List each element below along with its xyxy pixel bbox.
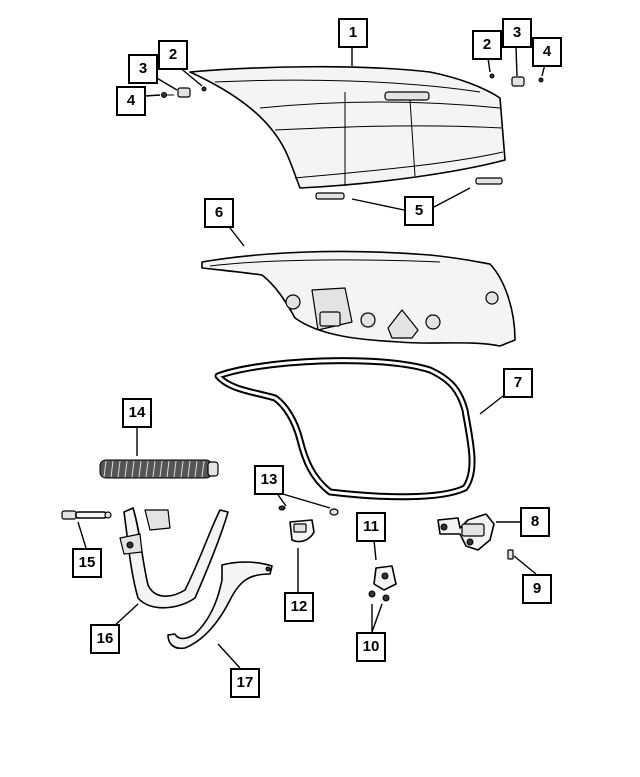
latch-cover-part[interactable] — [289, 519, 315, 543]
deck-lid-part[interactable] — [189, 65, 506, 189]
callout-14[interactable]: 14 — [122, 398, 152, 428]
callout-17[interactable]: 17 — [230, 668, 260, 698]
callout-4-right[interactable]: 4 — [532, 37, 562, 67]
spring-part[interactable] — [99, 459, 219, 479]
trim-panel-part[interactable] — [201, 250, 516, 347]
clips-part[interactable] — [278, 505, 339, 516]
hinge-cover-part[interactable] — [167, 561, 273, 650]
callout-8[interactable]: 8 — [520, 507, 550, 537]
callout-3-right[interactable]: 3 — [502, 18, 532, 48]
callout-3-left[interactable]: 3 — [128, 54, 158, 84]
callout-6[interactable]: 6 — [204, 198, 234, 228]
callout-15[interactable]: 15 — [72, 548, 102, 578]
leader-lines — [77, 46, 546, 669]
lid-bumpers[interactable] — [315, 177, 503, 200]
hinge-part[interactable] — [119, 507, 229, 609]
bumper-right-parts[interactable] — [489, 73, 544, 87]
callout-2-left[interactable]: 2 — [158, 40, 188, 70]
callout-13[interactable]: 13 — [254, 465, 284, 495]
callout-4-left[interactable]: 4 — [116, 86, 146, 116]
bumper-left-parts[interactable] — [161, 86, 207, 98]
callout-12[interactable]: 12 — [284, 592, 314, 622]
bolt-part[interactable] — [507, 549, 514, 560]
callout-7[interactable]: 7 — [503, 368, 533, 398]
callout-1[interactable]: 1 — [338, 18, 368, 48]
callout-16[interactable]: 16 — [90, 624, 120, 654]
callout-2-right[interactable]: 2 — [472, 30, 502, 60]
striker-part[interactable] — [437, 513, 495, 551]
screws-part[interactable] — [368, 590, 390, 602]
gas-strut-part[interactable] — [61, 510, 112, 520]
callout-9[interactable]: 9 — [522, 574, 552, 604]
weatherstrip-part[interactable] — [214, 357, 476, 501]
callout-5[interactable]: 5 — [404, 196, 434, 226]
callout-11[interactable]: 11 — [356, 512, 386, 542]
callout-10[interactable]: 10 — [356, 632, 386, 662]
latch-part[interactable] — [373, 565, 397, 591]
